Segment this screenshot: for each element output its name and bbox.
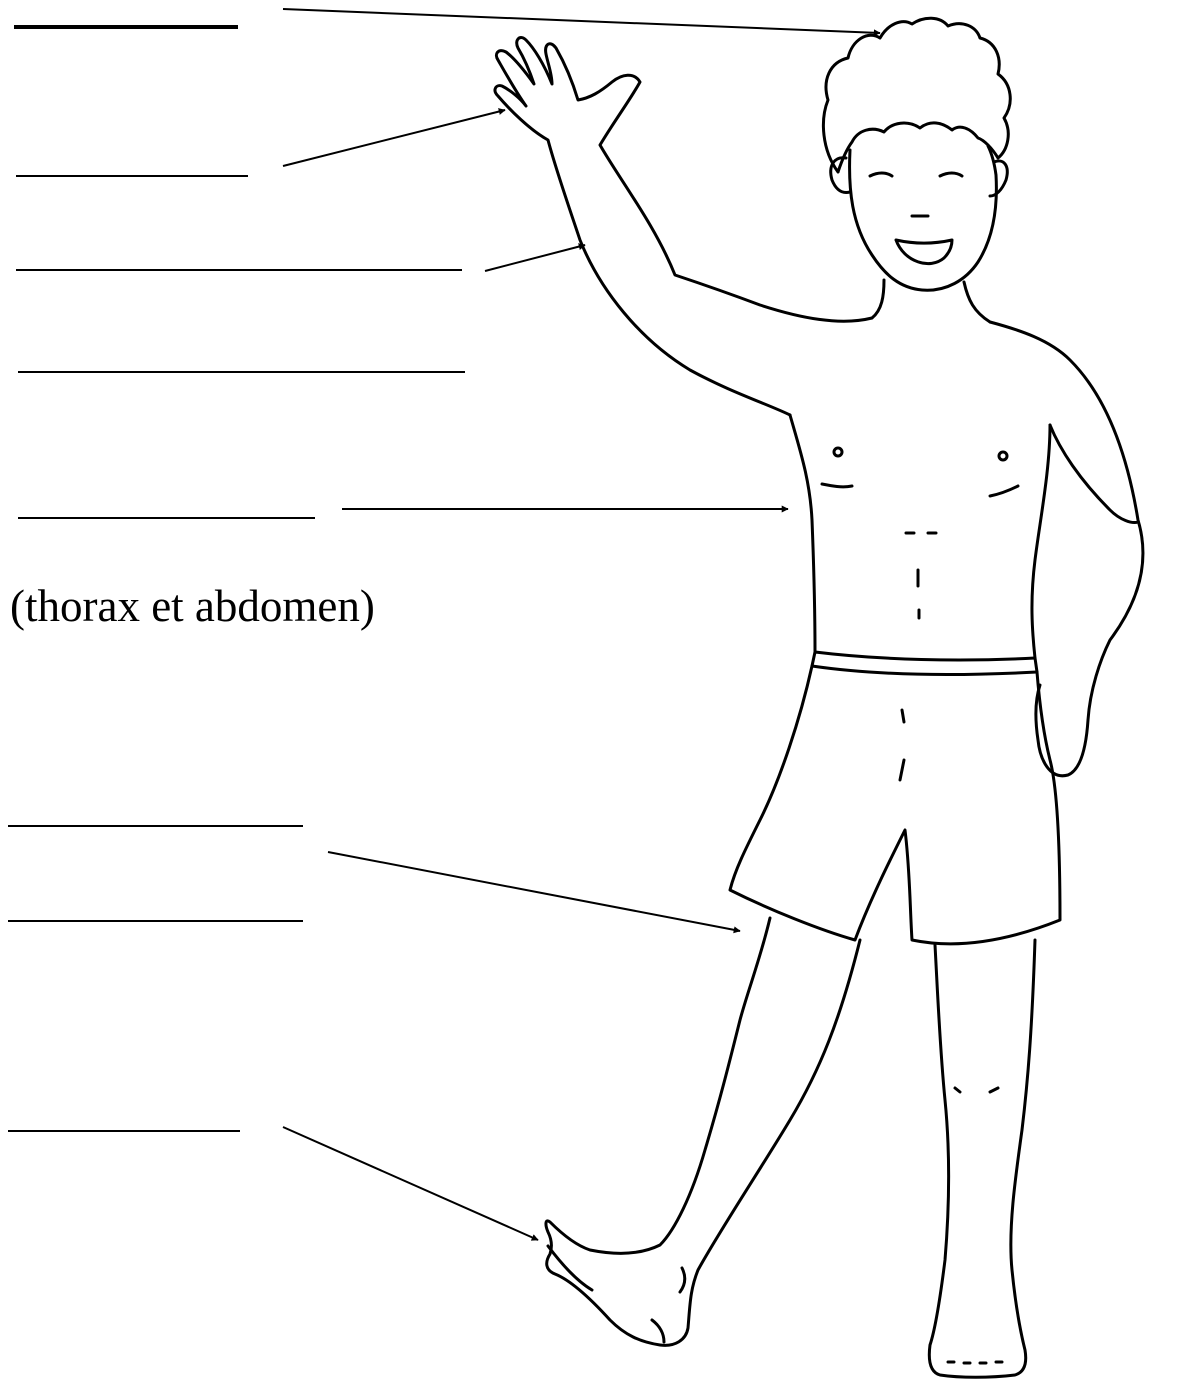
boy-figure — [495, 18, 1143, 1377]
face — [850, 146, 997, 290]
fly — [900, 710, 904, 780]
knee-marks — [955, 1088, 998, 1092]
hair — [823, 18, 1010, 172]
shorts — [730, 666, 1060, 944]
torso-left — [790, 415, 815, 652]
neck-left — [872, 280, 884, 318]
hip-arm — [990, 322, 1143, 776]
inner-arm — [1050, 425, 1138, 523]
raised-arm — [495, 38, 872, 415]
chest-line-left — [822, 484, 852, 487]
chest-line-right — [990, 486, 1018, 496]
arrow-to-leg — [328, 852, 740, 931]
eye-left — [870, 173, 892, 176]
torso-right — [1032, 425, 1050, 658]
standing-leg — [929, 940, 1035, 1377]
arrow-to-arm — [485, 245, 585, 271]
answer-blanks — [8, 27, 465, 1131]
neck-right — [964, 282, 990, 322]
nipple-left — [834, 448, 842, 456]
nipple-right — [999, 452, 1007, 460]
toe-marks — [948, 1362, 1002, 1363]
ear-right — [990, 161, 1007, 196]
navel-line — [906, 533, 936, 618]
note-thorax-abdomen: (thorax et abdomen) — [10, 580, 375, 632]
raised-leg-back — [546, 918, 860, 1345]
mouth — [896, 240, 952, 264]
arrow-to-foot — [283, 1127, 538, 1240]
arrow-to-hand — [283, 110, 505, 166]
waistband — [812, 652, 1037, 674]
eye-right — [940, 173, 962, 176]
arrow-to-head — [283, 9, 880, 33]
